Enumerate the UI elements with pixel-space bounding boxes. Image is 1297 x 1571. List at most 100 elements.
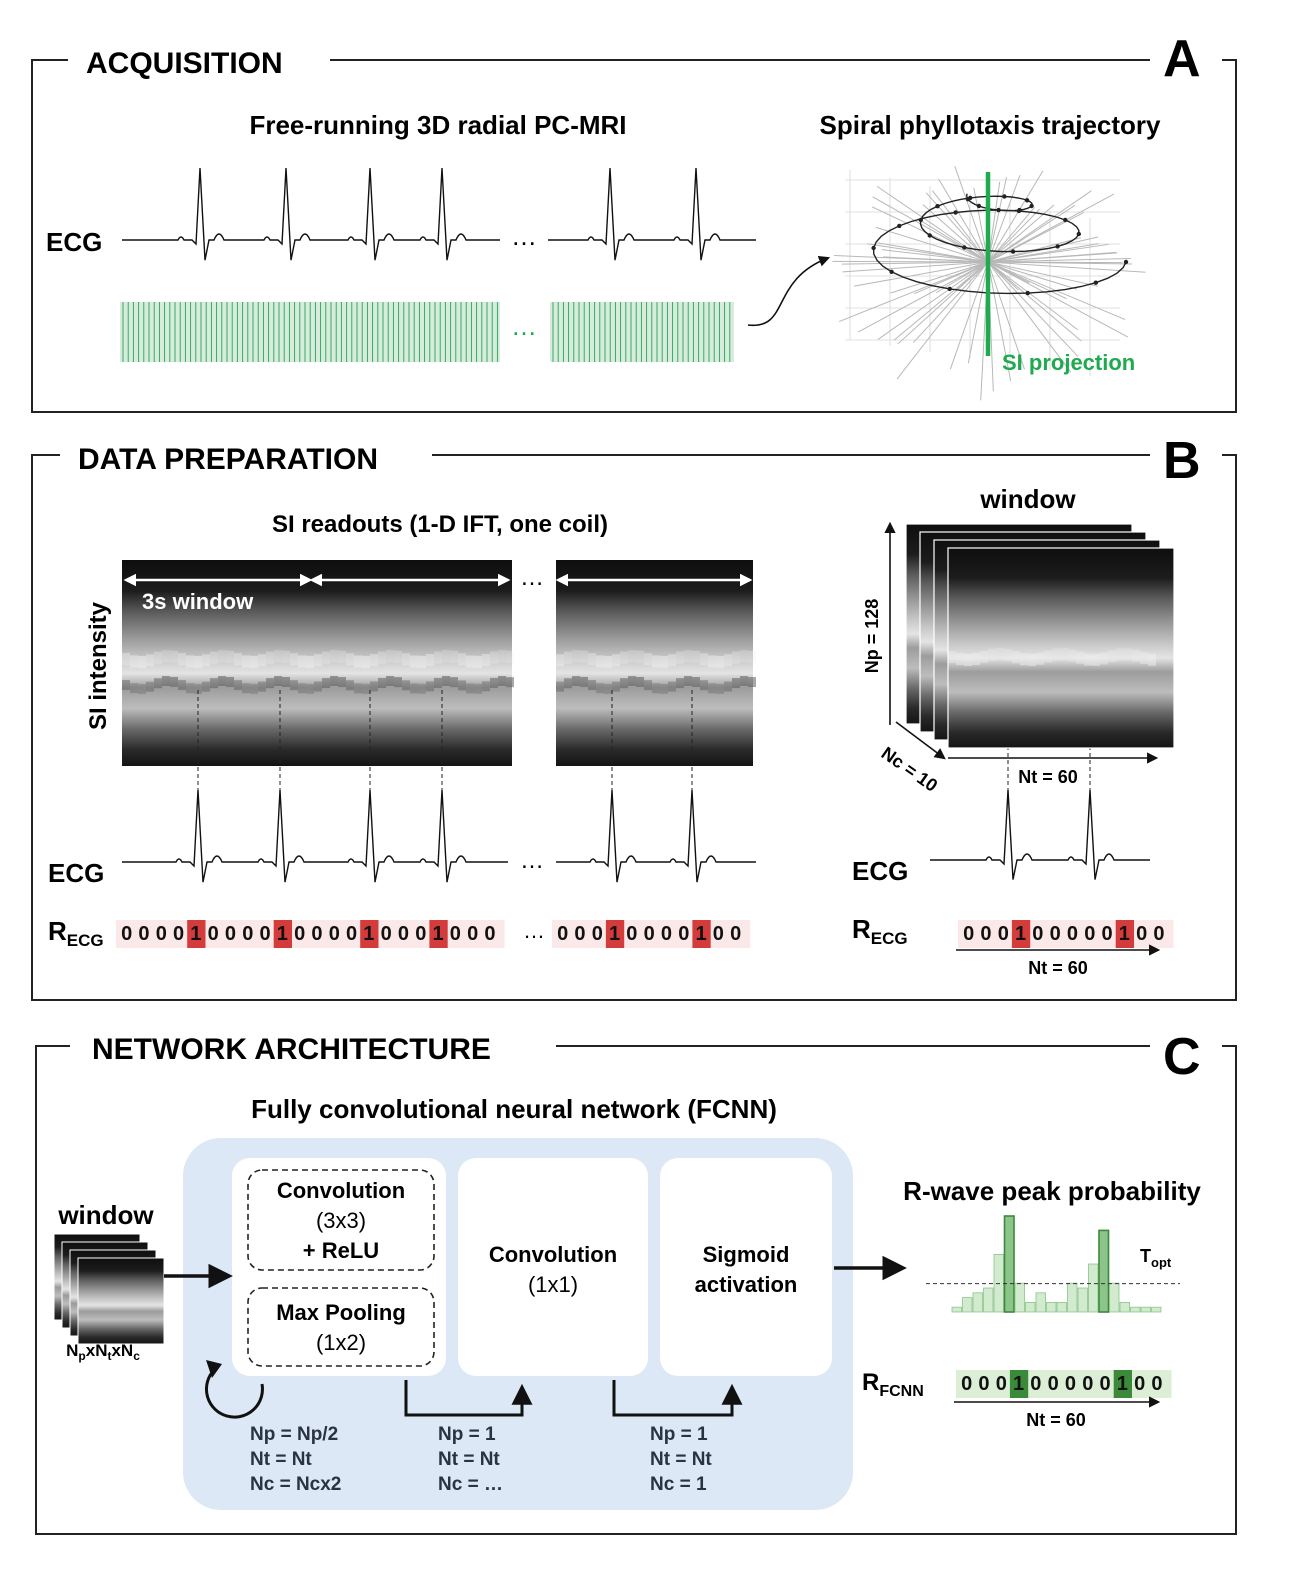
texture-band-light: [684, 650, 692, 663]
ecg-b-segment-0: [122, 789, 508, 883]
prob-bar-9: [1046, 1302, 1057, 1313]
prob-title: R-wave peak probability: [903, 1176, 1201, 1206]
texture-band-light: [250, 655, 258, 668]
panel-b-recg-label: RECG: [48, 916, 104, 950]
readout-block-1: [550, 302, 734, 362]
seq-highlight: [1115, 920, 1134, 948]
seq-digit: 0: [980, 923, 991, 945]
texture-band-dark: [692, 676, 700, 687]
texture-band-light: [572, 650, 580, 663]
texture-band-dark: [146, 681, 154, 692]
dim-annotation: Nt = Nt: [250, 1449, 312, 1470]
spoke: [987, 261, 1019, 291]
texture-band-light: [202, 654, 210, 667]
texture-band-dark: [604, 683, 612, 694]
seq-digit: 0: [678, 923, 689, 945]
spoke: [866, 243, 989, 263]
spiral-dot: [1055, 244, 1060, 249]
texture-band-light: [170, 650, 178, 663]
spiral-dot: [962, 245, 967, 250]
spoke: [987, 208, 1040, 263]
panel-b-window-title: window: [979, 484, 1076, 514]
seq-highlight: [360, 920, 379, 948]
stack-texture: [1076, 651, 1084, 664]
seq-digit: 0: [1153, 923, 1164, 945]
panel-acquisition: ACQUISITION A Free-running 3D radial PC-…: [31, 30, 1237, 413]
seq-digit: 1: [609, 923, 620, 945]
texture-band-dark: [274, 676, 282, 687]
texture-band-dark: [170, 676, 178, 687]
stack-texture: [996, 648, 1004, 661]
spoke: [954, 165, 989, 263]
spoke: [987, 261, 1079, 357]
ecg-a-segment-1: [548, 167, 756, 261]
texture-band-light: [612, 654, 620, 667]
seq-digit: 0: [592, 923, 603, 945]
seq-digit: 1: [1013, 1373, 1024, 1395]
stack-texture: [956, 653, 964, 666]
texture-band-dark: [242, 683, 250, 694]
stack-texture: [1052, 648, 1060, 661]
loop-arrow-head: [206, 1360, 222, 1378]
seq-highlight: [1009, 1370, 1029, 1398]
seq-digit: 0: [450, 923, 461, 945]
stack-texture: [1044, 650, 1052, 663]
texture-band-dark: [732, 678, 740, 689]
stack-texture: [1020, 653, 1028, 666]
panel-a-curved-arrow: [747, 255, 831, 327]
spiral-dot: [996, 207, 1001, 213]
texture-band-light: [628, 650, 636, 663]
texture-band-dark: [450, 677, 458, 688]
texture-band-light: [178, 653, 186, 666]
stack-c-layer-3: [77, 1257, 165, 1345]
seq-digit: 0: [644, 923, 655, 945]
texture-band-light: [378, 651, 386, 664]
spoke: [987, 177, 1007, 263]
sigmoid-label: Sigmoid: [703, 1242, 790, 1267]
texture-band-dark: [636, 676, 644, 687]
spoke: [987, 261, 1077, 290]
spoke: [967, 261, 989, 364]
panel-a-projection-label: SI projection: [1002, 350, 1135, 375]
conv2-block: [458, 1158, 648, 1376]
seq-background: [958, 920, 1174, 948]
prob-bar-14: [1098, 1229, 1110, 1313]
spoke: [987, 261, 1129, 338]
seq-digit: 0: [138, 923, 149, 945]
texture-band-dark: [354, 683, 362, 694]
spoke: [987, 261, 1098, 287]
stack-texture: [1084, 653, 1092, 666]
seq-digit: 0: [398, 923, 409, 945]
spoke: [987, 174, 1021, 263]
spiral-dot: [935, 204, 940, 209]
texture-band-light: [290, 653, 298, 666]
spiral-path: [872, 193, 1127, 295]
texture-band-dark: [644, 680, 652, 691]
spiral-dot: [897, 223, 902, 229]
connector-arrow-1: [404, 1380, 533, 1417]
texture-band-dark: [130, 683, 138, 694]
spoke: [987, 243, 1099, 263]
texture-band-dark: [154, 678, 162, 689]
seq-digit: 0: [242, 923, 253, 945]
texture-band-dark: [250, 683, 258, 694]
panel-b-letter: B: [1163, 432, 1201, 490]
seq-digit: 0: [208, 923, 219, 945]
panel-c-subtitle: Fully convolutional neural network (FCNN…: [251, 1094, 777, 1124]
seq-digit: 1: [432, 923, 443, 945]
seq-digit: 1: [363, 923, 374, 945]
prob-bar-6: [1014, 1282, 1025, 1313]
texture-band-light: [258, 654, 266, 667]
texture-band-light: [636, 650, 644, 663]
texture-band-light: [218, 650, 226, 663]
si-readout-image-1: [122, 560, 512, 766]
seq-digit: 0: [961, 1373, 972, 1395]
spoke: [987, 261, 1025, 370]
nt-bottom-label: Nt = 60: [1028, 958, 1088, 978]
spoke: [841, 261, 989, 265]
texture-band-dark: [330, 676, 338, 687]
seq-background: [552, 920, 751, 948]
texture-band-light: [210, 651, 218, 664]
spiral-trajectory-icon: [832, 165, 1146, 401]
